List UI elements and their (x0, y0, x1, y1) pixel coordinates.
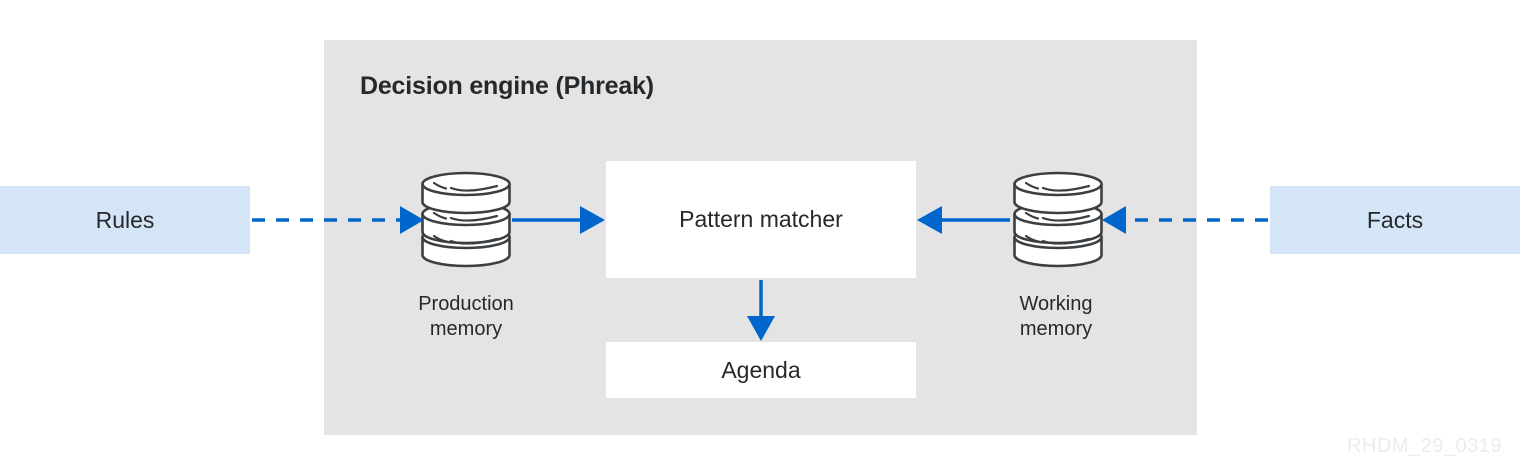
pattern-matcher-box: Pattern matcher (606, 161, 916, 278)
production-memory-label-line2: memory (429, 318, 503, 340)
production-memory-label: Production memory (356, 292, 576, 342)
rules-box: Rules (0, 186, 250, 254)
working-memory-label-line2: memory (1019, 318, 1093, 340)
facts-label: Facts (1366, 206, 1424, 233)
rules-label: Rules (95, 206, 155, 233)
pattern-matcher-label: Pattern matcher (679, 206, 843, 232)
facts-box: Facts (1270, 186, 1520, 254)
agenda-box: Agenda (606, 342, 916, 398)
working-memory-label-line1: Working (1019, 293, 1093, 315)
working-memory-label: Working memory (946, 292, 1166, 342)
production-memory-label-line1: Production (418, 293, 514, 315)
working-memory-cylinder-icon (1012, 167, 1104, 273)
production-memory-cylinder-icon (420, 167, 512, 273)
agenda-label: Agenda (721, 356, 801, 383)
decision-engine-title: Decision engine (Phreak) (360, 72, 654, 100)
watermark-label: RHDM_29_0319 (1347, 435, 1502, 457)
